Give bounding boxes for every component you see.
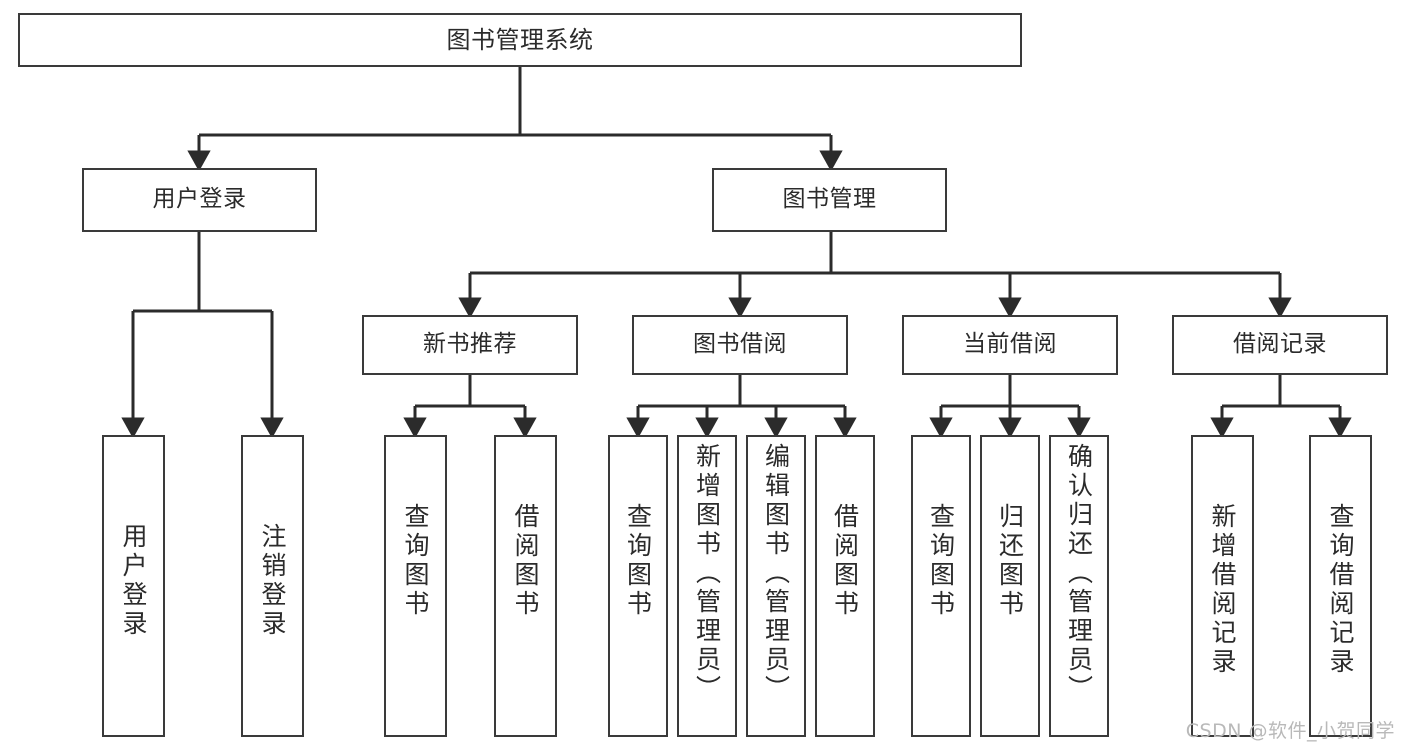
node-label: 用户登录 bbox=[152, 186, 247, 213]
node-label: 查询图书 bbox=[623, 503, 653, 619]
node-user-login[interactable]: 用户登录 bbox=[82, 168, 317, 232]
leaf-book-borrow-edit-book[interactable]: 编辑图书（管理员） bbox=[746, 435, 806, 737]
node-label: 查询借阅记录 bbox=[1326, 503, 1355, 677]
node-label: 当前借阅 bbox=[963, 331, 1057, 358]
node-label: 新书推荐 bbox=[423, 331, 517, 358]
node-book-borrow[interactable]: 图书借阅 bbox=[632, 315, 848, 375]
leaf-new-book-borrow-book[interactable]: 借阅图书 bbox=[494, 435, 557, 737]
node-label: 借阅图书 bbox=[511, 503, 540, 619]
node-label: 借阅记录 bbox=[1233, 331, 1327, 358]
node-label: 确认归还（管理员） bbox=[1064, 443, 1094, 704]
leaf-borrow-record-add-record[interactable]: 新增借阅记录 bbox=[1191, 435, 1254, 737]
node-label: 借阅图书 bbox=[830, 503, 860, 619]
leaf-book-borrow-borrow-book[interactable]: 借阅图书 bbox=[815, 435, 875, 737]
node-label: 新增借阅记录 bbox=[1208, 503, 1237, 677]
node-label: 新增图书（管理员） bbox=[692, 443, 722, 704]
node-label: 查询图书 bbox=[926, 503, 956, 619]
node-label: 用户登录 bbox=[119, 523, 148, 639]
node-root-system[interactable]: 图书管理系统 bbox=[18, 13, 1022, 67]
node-label: 查询图书 bbox=[401, 503, 430, 619]
leaf-borrow-record-query-record[interactable]: 查询借阅记录 bbox=[1309, 435, 1372, 737]
node-current-borrow[interactable]: 当前借阅 bbox=[902, 315, 1118, 375]
node-book-management[interactable]: 图书管理 bbox=[712, 168, 947, 232]
leaf-new-book-query-book[interactable]: 查询图书 bbox=[384, 435, 447, 737]
leaf-user-login-logout[interactable]: 注销登录 bbox=[241, 435, 304, 737]
node-label: 注销登录 bbox=[258, 523, 287, 639]
watermark-text: CSDN @软件_小贺同学 bbox=[1185, 720, 1395, 742]
leaf-current-borrow-confirm-return[interactable]: 确认归还（管理员） bbox=[1049, 435, 1109, 737]
node-borrow-record[interactable]: 借阅记录 bbox=[1172, 315, 1388, 375]
leaf-user-login-login[interactable]: 用户登录 bbox=[102, 435, 165, 737]
node-new-book-recommend[interactable]: 新书推荐 bbox=[362, 315, 578, 375]
node-label: 图书借阅 bbox=[693, 331, 787, 358]
node-label: 编辑图书（管理员） bbox=[761, 443, 791, 704]
node-label: 图书管理 bbox=[782, 186, 877, 213]
leaf-book-borrow-query-book[interactable]: 查询图书 bbox=[608, 435, 668, 737]
leaf-current-borrow-return-book[interactable]: 归还图书 bbox=[980, 435, 1040, 737]
node-label: 图书管理系统 bbox=[446, 25, 594, 54]
leaf-book-borrow-add-book[interactable]: 新增图书（管理员） bbox=[677, 435, 737, 737]
leaf-current-borrow-query-book[interactable]: 查询图书 bbox=[911, 435, 971, 737]
node-label: 归还图书 bbox=[995, 503, 1025, 619]
